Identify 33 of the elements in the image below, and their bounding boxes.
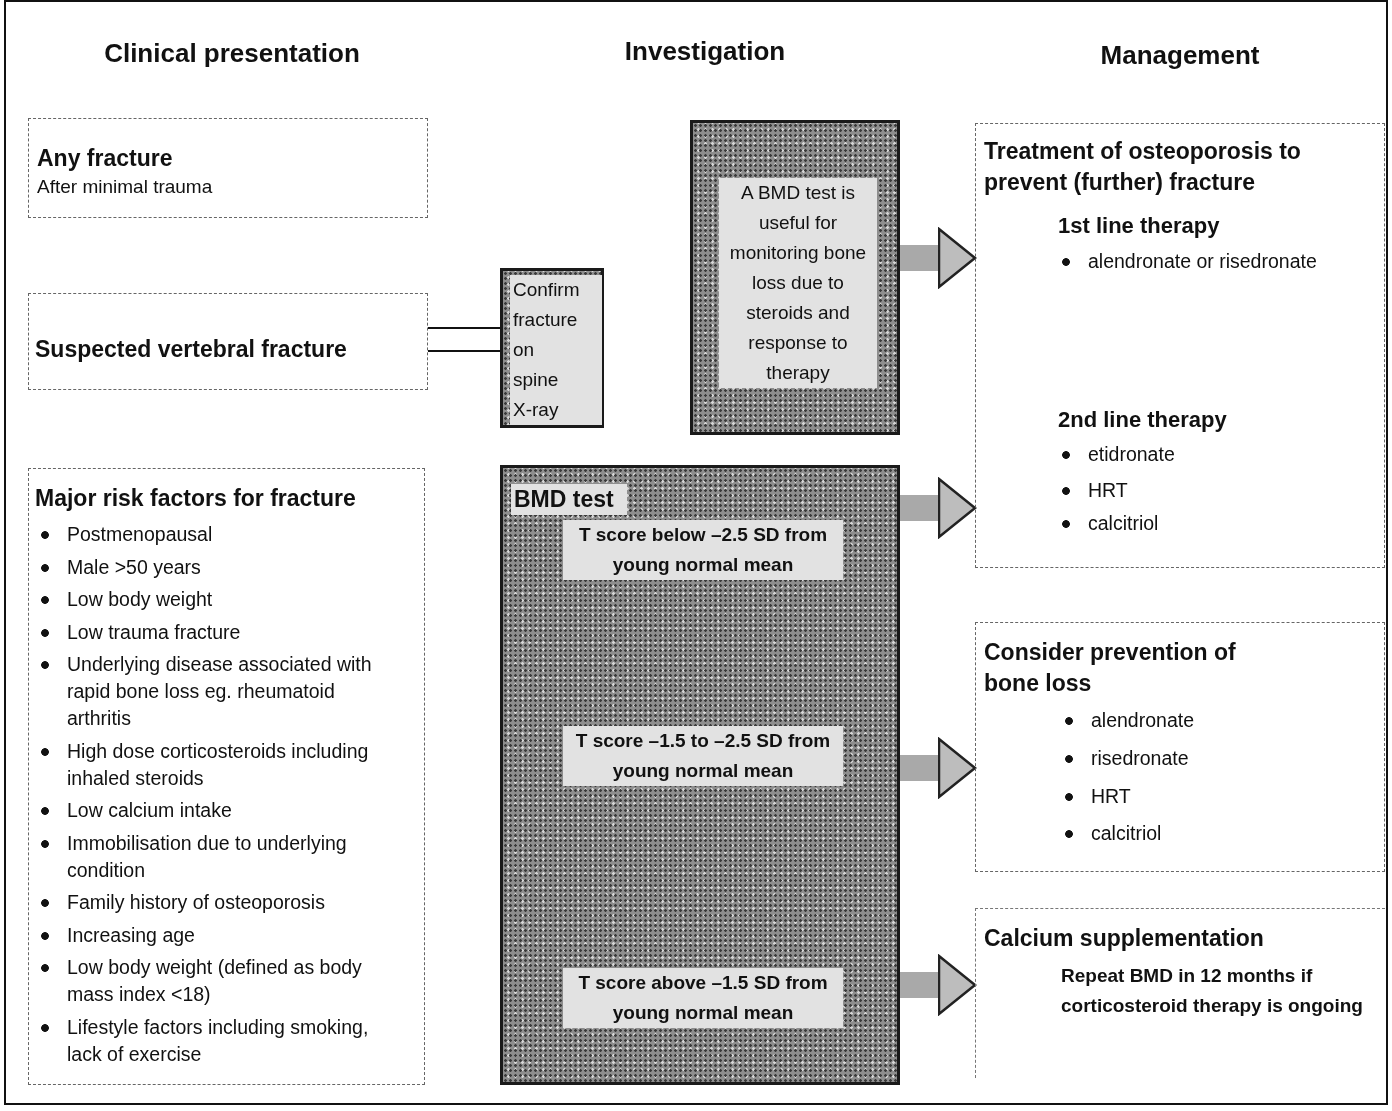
info-panel	[975, 123, 1385, 568]
panel-heading: Calcium supplementation	[984, 924, 1265, 953]
sub-heading: 2nd line therapy	[1058, 406, 1227, 434]
block-arrow	[900, 737, 977, 799]
panel-heading: BMD test	[511, 484, 627, 515]
body-text: After minimal trauma	[37, 175, 214, 199]
panel-heading: Major risk factors for fracture	[35, 484, 357, 513]
body-text: A BMD test is useful for monitoring bone loss due to steroids and response to therapy	[719, 178, 877, 388]
info-panel	[975, 908, 1385, 1078]
info-panel	[28, 118, 428, 218]
textured-box	[500, 465, 900, 1085]
info-panel	[28, 468, 425, 1085]
info-panel	[975, 622, 1385, 872]
column-heading: Management	[1100, 40, 1260, 71]
panel-heading: Any fracture	[37, 144, 174, 173]
column-heading: Clinical presentation	[104, 38, 360, 69]
score-text: T score –1.5 to –2.5 SD from young normal mean	[563, 726, 843, 786]
note-text: Repeat BMD in 12 months if corticosteroid therapy is ongoing	[1061, 964, 1364, 1018]
score-text: T score above –1.5 SD from young normal mean	[563, 968, 843, 1028]
panel-heading: Suspected vertebral fracture	[35, 335, 348, 364]
panel-heading: Consider prevention of bone loss	[984, 638, 1237, 698]
textured-box	[500, 268, 604, 428]
score-text: T score below –2.5 SD from young normal mean	[563, 520, 843, 580]
block-arrow	[900, 954, 977, 1016]
panel-heading: Treatment of osteoporosis to prevent (further) fracture	[984, 137, 1302, 197]
info-panel	[28, 293, 428, 390]
block-arrow	[900, 227, 977, 289]
textured-box	[690, 120, 900, 435]
sub-heading: 1st line therapy	[1058, 212, 1220, 240]
connector-line	[427, 327, 501, 352]
body-text: Confirm fracture on spine X-ray	[510, 275, 602, 425]
block-arrow	[900, 477, 977, 539]
column-heading: Investigation	[624, 36, 786, 67]
